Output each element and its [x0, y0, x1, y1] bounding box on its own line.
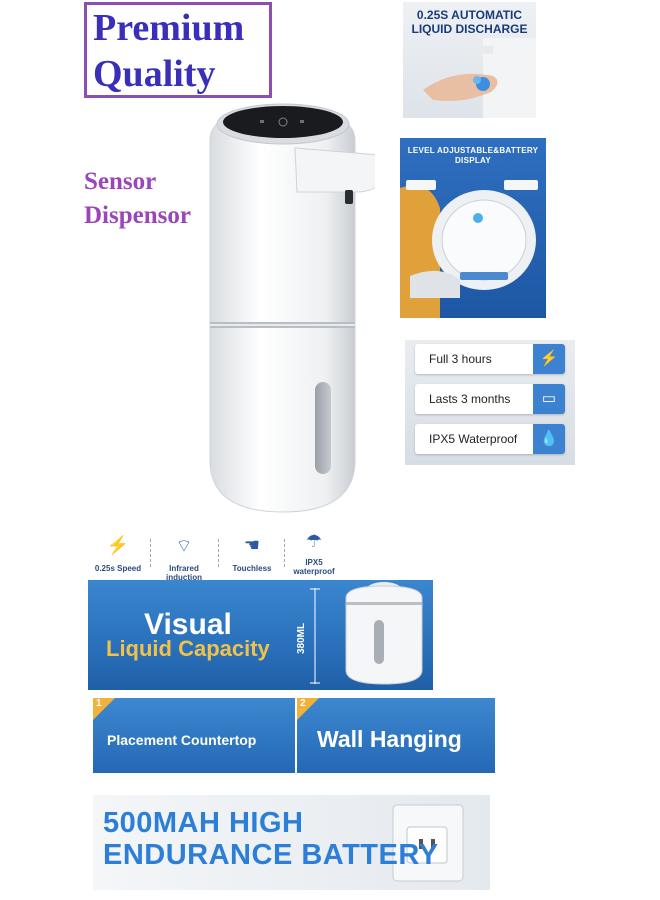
- discharge-thumbnail: 0.25S AUTOMATIC LIQUID DISCHARGE: [403, 2, 536, 118]
- feature-caption: Infrared induction: [166, 564, 202, 582]
- hand-icon: ☚: [243, 535, 261, 555]
- product-label-line-1: Sensor: [84, 168, 157, 195]
- placement-number: 2: [300, 698, 306, 709]
- number-corner: [93, 698, 115, 720]
- headline-line-1: Premium: [93, 7, 245, 49]
- divider: [218, 539, 220, 567]
- feature-speed: ⚡ 0.25s Speed: [88, 525, 148, 580]
- capacity-scale: [310, 588, 320, 684]
- capacity-line-2: Liquid Capacity: [106, 636, 270, 661]
- wall-outlet-image: [392, 804, 464, 882]
- battery-line-1: 500MAH HIGH: [103, 807, 304, 839]
- spec-pill-charge: Full 3 hours ⚡: [415, 344, 565, 374]
- soap-dispenser-image: [209, 103, 375, 513]
- capacity-volume: 380ML: [296, 622, 307, 654]
- hand-foam-image: [423, 38, 536, 118]
- feature-infrared: ⌔ Infrared induction: [154, 525, 214, 582]
- spec-pill-waterproof: IPX5 Waterproof 💧: [415, 424, 565, 454]
- number-corner: [297, 698, 319, 720]
- feature-caption: 0.25s Speed: [94, 564, 142, 573]
- feature-waterproof: ☂ IPX5 waterproof: [284, 525, 344, 580]
- divider: [150, 539, 152, 567]
- specs-thumbnail: Full 3 hours ⚡ Lasts 3 months ▭ IPX5 Wat…: [405, 340, 575, 465]
- spec-label: Lasts 3 months: [429, 392, 511, 406]
- display-thumbnail: LEVEL ADJUSTABLE&BATTERY DISPLAY: [400, 138, 546, 318]
- display-title-line-1: LEVEL ADJUSTABLE&BATTERY: [407, 146, 539, 155]
- lightning-icon: ⚡: [533, 344, 565, 374]
- spec-pill-battery: Lasts 3 months ▭: [415, 384, 565, 414]
- placement-label: Placement Countertop: [107, 732, 257, 748]
- wall-hanging-banner: 2 Wall Hanging: [297, 698, 495, 773]
- placement-number: 1: [96, 698, 102, 709]
- battery-icon: ▭: [533, 384, 565, 414]
- spec-label: IPX5 Waterproof: [429, 432, 518, 446]
- placement-countertop-banner: 1 Placement Countertop: [93, 698, 295, 773]
- discharge-title-line-1: 0.25S AUTOMATIC: [416, 8, 523, 22]
- water-drop-icon: 💧: [533, 424, 565, 454]
- placement-label: Wall Hanging: [317, 726, 462, 752]
- feature-caption: Touchless: [232, 564, 272, 573]
- umbrella-icon: ☂: [305, 531, 323, 551]
- divider: [284, 539, 286, 567]
- capacity-banner: Visual Liquid Capacity 380ML: [88, 580, 433, 690]
- premium-quality-box: Premium Quality: [84, 2, 272, 98]
- battery-banner: 500MAH HIGH ENDURANCE BATTERY: [93, 795, 490, 890]
- display-title-line-2: DISPLAY: [454, 156, 492, 165]
- feature-icon-strip: ⚡ 0.25s Speed ⌔ Infrared induction ☚ Tou…: [88, 525, 344, 582]
- capacity-line-1: Visual: [144, 608, 232, 641]
- product-label-line-2: Dispensor: [84, 202, 191, 229]
- dispenser-capacity-image: [345, 582, 423, 685]
- wifi-icon: ⌔: [175, 536, 193, 556]
- dispenser-display-image: [400, 180, 538, 318]
- discharge-title-line-2: LIQUID DISCHARGE: [411, 22, 528, 36]
- spec-label: Full 3 hours: [429, 352, 492, 366]
- feature-caption: IPX5 waterproof: [293, 558, 335, 576]
- headline-line-2: Quality: [93, 53, 216, 95]
- feature-touchless: ☚ Touchless: [222, 525, 282, 580]
- lightning-icon: ⚡: [106, 535, 130, 555]
- battery-line-2: ENDURANCE BATTERY: [103, 839, 439, 871]
